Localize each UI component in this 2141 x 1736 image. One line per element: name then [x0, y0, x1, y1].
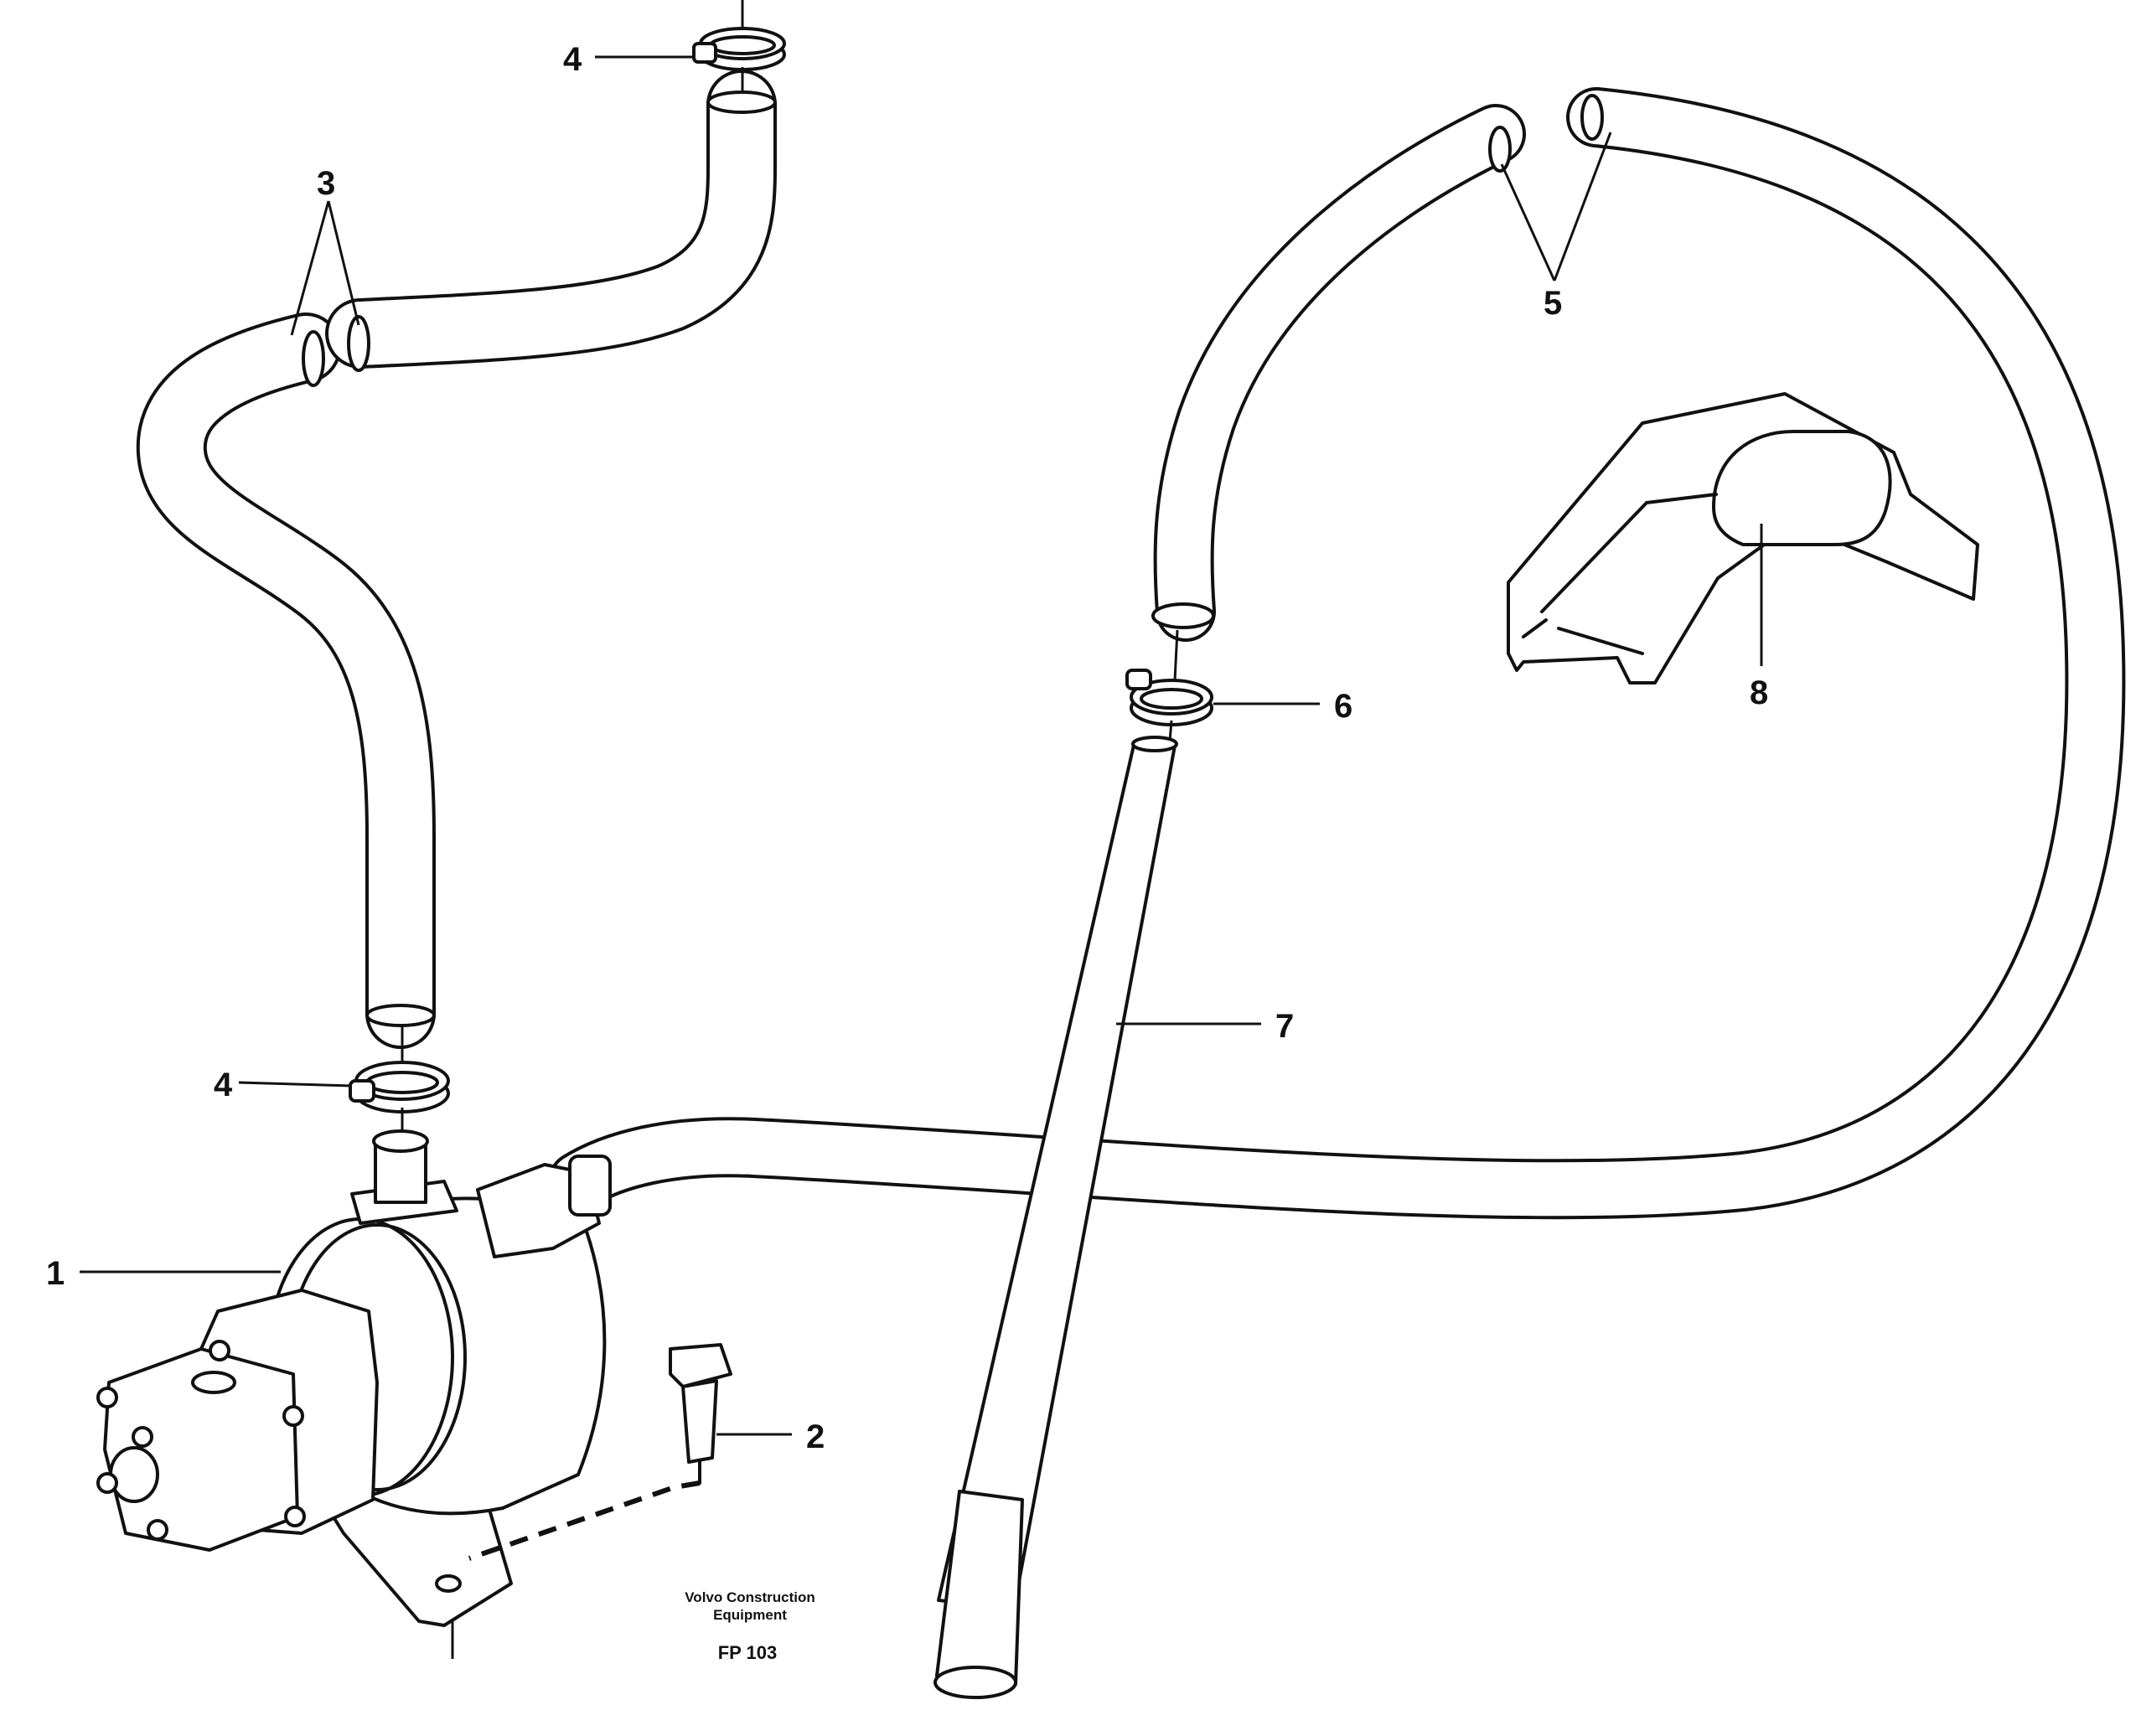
pump-assembly — [96, 1129, 612, 1627]
footer-company-line1: Volvo Construction — [685, 1589, 815, 1605]
figure-code: FP 103 — [718, 1642, 778, 1663]
callout-6: 6 — [1334, 688, 1352, 725]
hose-5 — [548, 87, 2126, 1220]
callout-1: 1 — [46, 1255, 65, 1292]
callout-2: 2 — [806, 1418, 825, 1455]
pipe-7 — [933, 736, 1178, 1699]
callout-3: 3 — [317, 165, 335, 202]
leader-lines — [80, 55, 1763, 1659]
callout-4-lower: 4 — [214, 1067, 233, 1103]
hose-clamp-upper — [692, 0, 786, 94]
callout-7: 7 — [1275, 1008, 1294, 1045]
bolt — [669, 1343, 732, 1485]
bracket-8 — [1507, 392, 1979, 685]
callout-5: 5 — [1544, 285, 1562, 322]
footer-company-line2: Equipment — [713, 1607, 787, 1623]
hose-clamp-lower — [349, 1026, 450, 1131]
hose-3 — [136, 70, 777, 1049]
callout-8: 8 — [1750, 674, 1768, 711]
hose-clamp-6 — [1125, 629, 1213, 742]
callout-4-upper: 4 — [563, 41, 582, 78]
bolt-dashed-leader — [468, 1480, 701, 1561]
